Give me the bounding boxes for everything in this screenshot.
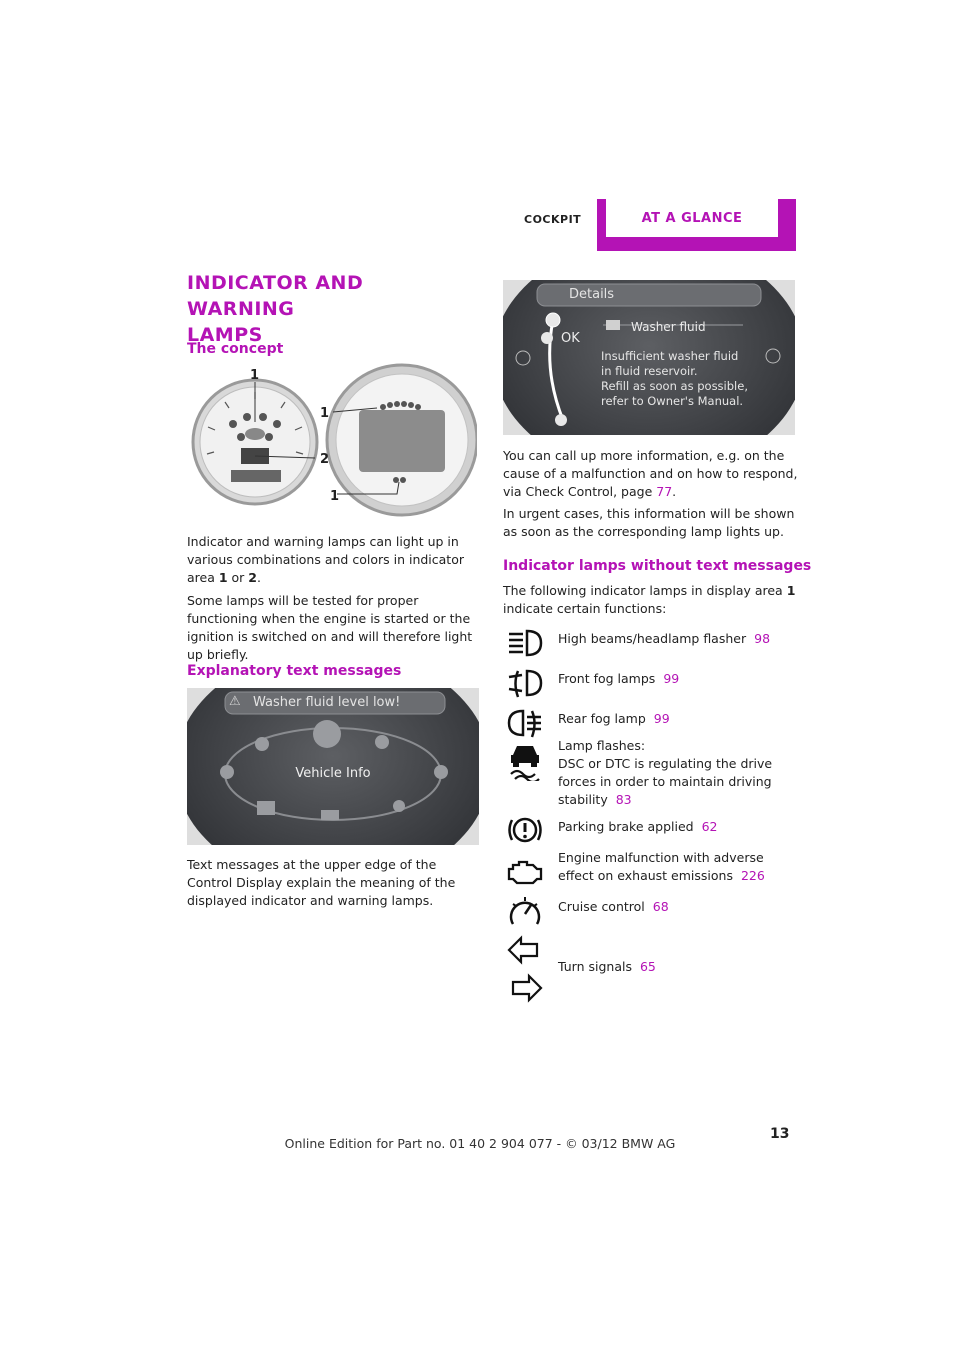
- rear-fog-text: Rear fog lamp: [558, 711, 646, 726]
- front-fog-icon: [508, 669, 543, 698]
- page-ref-99-front[interactable]: 99: [663, 671, 680, 686]
- page-ref-68[interactable]: 68: [652, 899, 669, 914]
- page-title: Indicator and warning lamps: [187, 270, 477, 348]
- details-ok-label[interactable]: OK: [561, 331, 580, 346]
- vehicle-info-screen: ⚠ Washer fluid level low! Vehicle Info: [187, 688, 479, 845]
- cruise-control-icon: [509, 897, 541, 925]
- indicator-row-turn-signals: Turn signals 65: [503, 930, 803, 1010]
- stability-text-1: Lamp flashes:: [558, 738, 646, 753]
- figure-label-1-bottom: 1: [330, 489, 339, 504]
- indicator-row-front-fog: Front fog lamps 99: [503, 665, 803, 701]
- figure-label-1-right: 1: [320, 406, 329, 421]
- chapter-tab: At a glance: [597, 199, 796, 251]
- no-text-heading: Indicator lamps without text messages: [503, 558, 812, 574]
- parking-brake-text: Parking brake applied: [558, 819, 694, 834]
- indicator-row-engine: Engine malfunction with adverse effect o…: [503, 849, 803, 889]
- section-label: Cockpit: [524, 213, 582, 226]
- high-beam-text: High beams/headlamp flasher: [558, 631, 747, 646]
- explanatory-heading: Explanatory text messages: [187, 663, 402, 679]
- turn-signal-right-icon: [511, 973, 543, 1003]
- no-text-intro: The following indicator lamps in display…: [503, 583, 796, 616]
- concept-paragraph-1: Indicator and warning lamps can light up…: [187, 534, 464, 585]
- indicator-row-cruise: Cruise control 68: [503, 892, 803, 932]
- concept-heading: The concept: [187, 341, 284, 357]
- high-beam-icon: [509, 629, 543, 657]
- details-body: Insufficient washer fluid in fluid reser…: [601, 349, 748, 408]
- screen-message: Washer fluid level low!: [253, 695, 401, 710]
- front-fog-text: Front fog lamps: [558, 671, 656, 686]
- page-number: 13: [770, 1126, 790, 1142]
- urgent-paragraph: In urgent cases, this information will b…: [503, 506, 795, 539]
- warning-triangle-icon: ⚠: [229, 694, 241, 709]
- engine-malfunction-text: Engine malfunction with adverse effect o…: [558, 850, 764, 883]
- page-ref-99-rear[interactable]: 99: [653, 711, 670, 726]
- screen-center-label: Vehicle Info: [295, 766, 371, 781]
- turn-signals-text: Turn signals: [558, 959, 632, 974]
- chapter-tab-label: At a glance: [606, 199, 778, 237]
- page-ref-226[interactable]: 226: [740, 868, 765, 883]
- concept-paragraph-2: Some lamps will be tested for proper fun…: [187, 593, 473, 662]
- turn-signal-left-icon: [507, 935, 539, 965]
- parking-brake-icon: [508, 817, 542, 843]
- figure-label-1-top: 1: [250, 368, 259, 383]
- check-control-paragraph: You can call up more information, e.g. o…: [503, 448, 798, 499]
- footer-edition: Online Edition for Part no. 01 40 2 904 …: [284, 1136, 676, 1151]
- details-title: Details: [569, 287, 615, 302]
- indicator-row-high-beam: High beams/headlamp flasher 98: [503, 625, 803, 661]
- figure-label-2: 2: [320, 452, 329, 467]
- stability-control-icon: [510, 746, 540, 781]
- rear-fog-icon: [507, 709, 541, 738]
- explanatory-paragraph: Text messages at the upper edge of the C…: [187, 857, 456, 908]
- instrument-cluster-figure: 1 2 1 1: [191, 363, 477, 517]
- page-ref-65[interactable]: 65: [639, 959, 656, 974]
- details-item-title: Washer fluid: [631, 320, 706, 334]
- page-ref-77[interactable]: 77: [656, 484, 673, 499]
- page-ref-62[interactable]: 62: [701, 819, 718, 834]
- indicator-row-parking-brake: Parking brake applied 62: [503, 812, 803, 848]
- page-ref-83[interactable]: 83: [615, 792, 632, 807]
- indicator-row-stability: Lamp flashes: DSC or DTC is regulating t…: [503, 737, 803, 809]
- page-ref-98[interactable]: 98: [754, 631, 771, 646]
- engine-malfunction-icon: [507, 860, 543, 885]
- page-title-line-1: Indicator and warning: [187, 272, 364, 320]
- indicator-row-rear-fog: Rear fog lamp 99: [503, 705, 803, 741]
- stability-text-2: DSC or DTC is regulating the drive force…: [558, 756, 773, 807]
- page-title-line-2: lamps: [187, 324, 263, 346]
- cruise-control-text: Cruise control: [558, 899, 645, 914]
- details-screen: Details OK Washer fluid Insufficient was…: [503, 280, 795, 435]
